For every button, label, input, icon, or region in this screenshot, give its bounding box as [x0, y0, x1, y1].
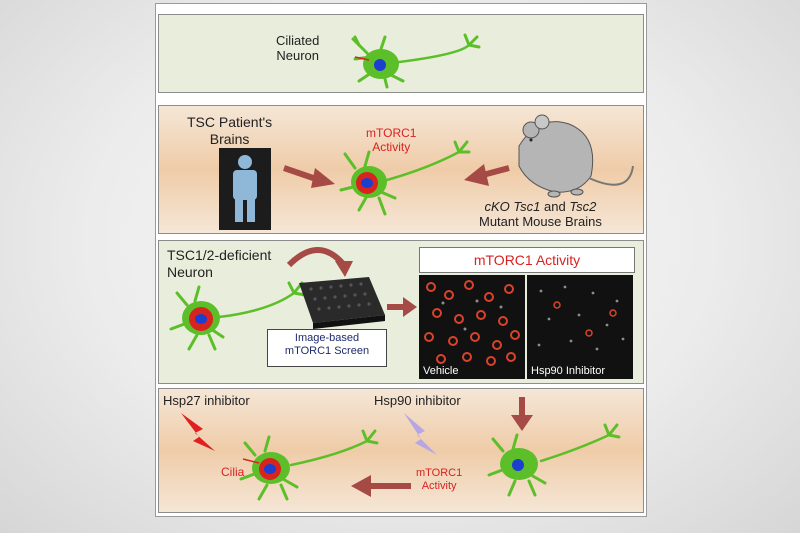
arrow-left-icon: [351, 475, 371, 497]
hsp90-inhibitor-label: Hsp90 Inhibitor: [531, 365, 605, 377]
panel2-graphics: [219, 114, 634, 230]
panel3-graphics: [169, 247, 417, 351]
arrow-down-icon: [511, 415, 533, 431]
well-plate-icon: [299, 277, 385, 329]
panel-inhibitors: Hsp27 inhibitor Hsp90 inhibitor Cilia mT…: [158, 388, 644, 513]
hsp90-cells: [537, 285, 625, 351]
vehicle-cells: [424, 280, 520, 366]
vehicle-micrograph: Vehicle: [419, 275, 525, 379]
patient-icon: [219, 148, 271, 230]
panel4-graphics: [181, 397, 621, 501]
arrow-left-icon: [464, 164, 489, 186]
neuron-icon: [339, 140, 471, 216]
hsp27-inhibitor-label: Hsp27 inhibitor: [163, 393, 250, 408]
vehicle-label: Vehicle: [423, 365, 459, 377]
arrow-right-icon: [311, 168, 335, 188]
curved-arrow-icon: [286, 247, 347, 268]
red-lightning-bolt-icon: [181, 413, 215, 451]
hsp90-micrograph: Hsp90 Inhibitor: [527, 275, 633, 379]
purple-lightning-bolt-icon: [404, 413, 437, 455]
cilia-label: Cilia: [221, 465, 245, 479]
ciliated-neuron-icon: [351, 33, 481, 89]
arrow-right-icon: [403, 297, 417, 317]
mouse-icon: [518, 114, 634, 198]
mtorc1-activity-title: mTORC1 Activity: [419, 247, 635, 273]
hsp90-inhibitor-text: Hsp90 inhibitor: [374, 393, 461, 408]
